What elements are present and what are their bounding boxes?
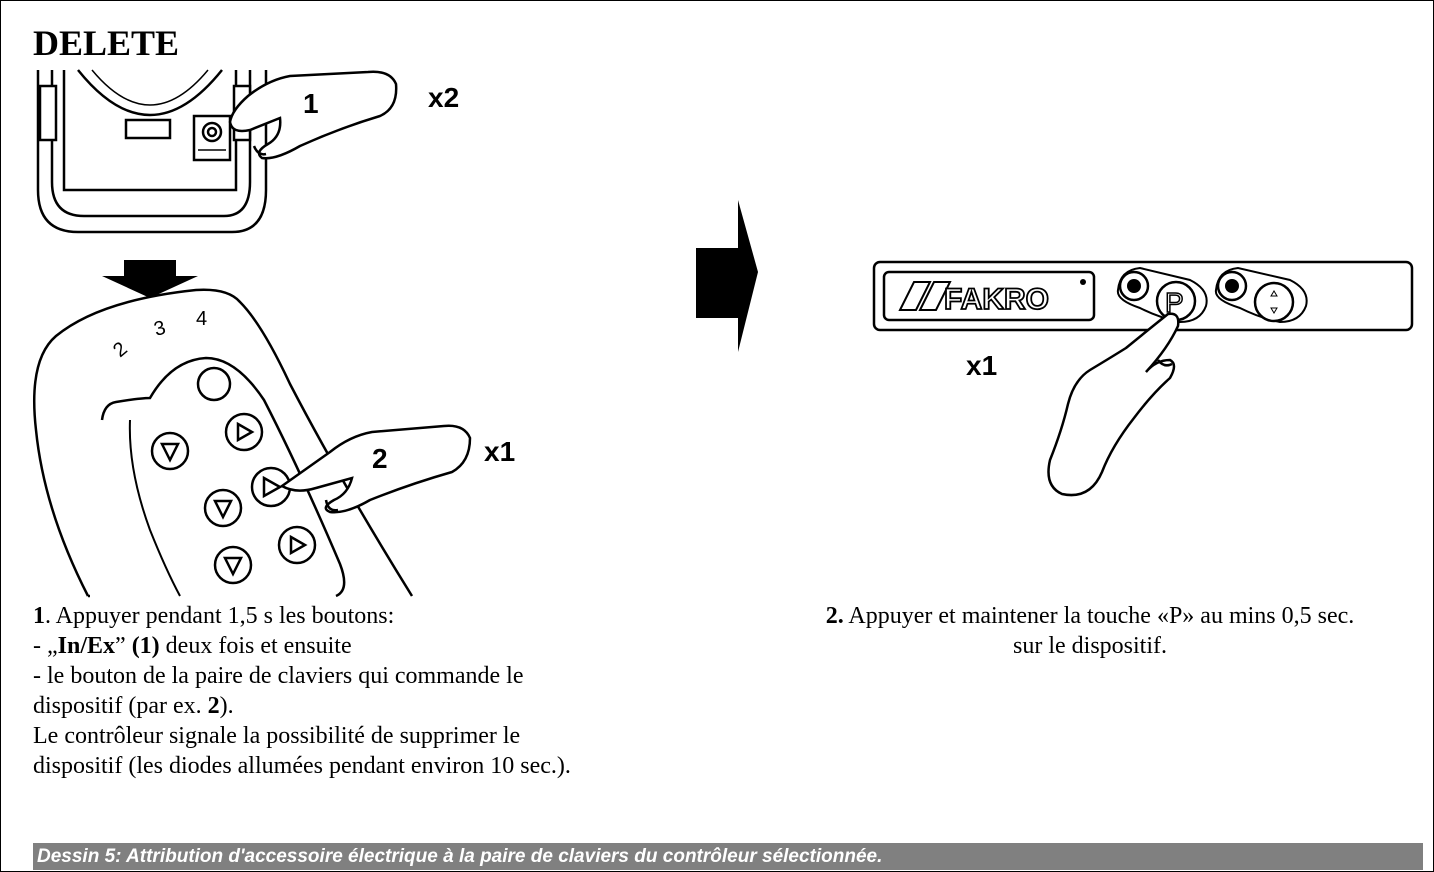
instruction-line: 2. Appuyer et maintener la touche «P» au… [825, 603, 1355, 629]
illustration: 1 x2 2 3 4 2 x1 FAKRO [33, 69, 1414, 598]
device-panel-illustration: FAKRO P [872, 260, 1414, 332]
instruction-line: sur le dispositif. [1013, 633, 1167, 659]
up-down-arrows-icon [1270, 290, 1278, 314]
right-arrow-icon [696, 200, 758, 352]
hand-press-icon [279, 424, 472, 514]
device-logo: FAKRO [944, 283, 1049, 316]
page-title: DELETE [33, 23, 180, 63]
step2-count: x1 [484, 436, 515, 467]
led-indicator-icon [1127, 279, 1141, 293]
led-indicator-icon [1225, 279, 1239, 293]
figure-caption: Dessin 5: Attribution d'accessoire élect… [33, 843, 1423, 870]
instruction-line: 1. Appuyer pendant 1,5 s les boutons: [33, 603, 395, 629]
down-triangle-icon [212, 499, 234, 520]
instructions-right: 2. Appuyer et maintener la touche «P» au… [740, 601, 1434, 661]
device-up-down-button [1253, 281, 1295, 323]
up-triangle-icon [262, 475, 283, 499]
instruction-line: - le bouton de la paire de claviers qui … [33, 663, 524, 689]
down-triangle-icon [159, 442, 181, 463]
remote-channel-4: 4 [196, 308, 207, 330]
remote-channel-2: 2 [109, 338, 132, 362]
device-count: x1 [966, 350, 997, 381]
instructions-left: 1. Appuyer pendant 1,5 s les boutons: - … [33, 601, 733, 781]
step2-marker: 2 [372, 443, 388, 474]
hand-press-icon [228, 70, 398, 160]
up-triangle-icon [236, 421, 255, 443]
down-triangle-icon [222, 556, 244, 577]
remote-buttons [150, 366, 317, 585]
fakro-logo-mark-icon [898, 281, 952, 311]
step1-count: x2 [428, 82, 459, 113]
device-button-letter: P [1165, 287, 1184, 318]
hand-press-icon [1047, 312, 1180, 497]
instruction-line: dispositif (les diodes allumées pendant … [33, 753, 571, 779]
remote-control-illustration [33, 288, 414, 598]
remote-channel-3: 3 [152, 317, 168, 341]
instruction-line: dispositif (par ex. 2). [33, 693, 234, 719]
up-triangle-icon [289, 534, 308, 556]
down-arrow-icon [102, 260, 198, 298]
step1-marker: 1 [303, 88, 319, 119]
keypad-holder-illustration [36, 69, 268, 234]
instruction-line: - „In/Ex” (1) deux fois et ensuite [33, 633, 352, 659]
in-ex-button [196, 366, 232, 402]
instruction-line: Le contrôleur signale la possibilité de … [33, 723, 521, 749]
